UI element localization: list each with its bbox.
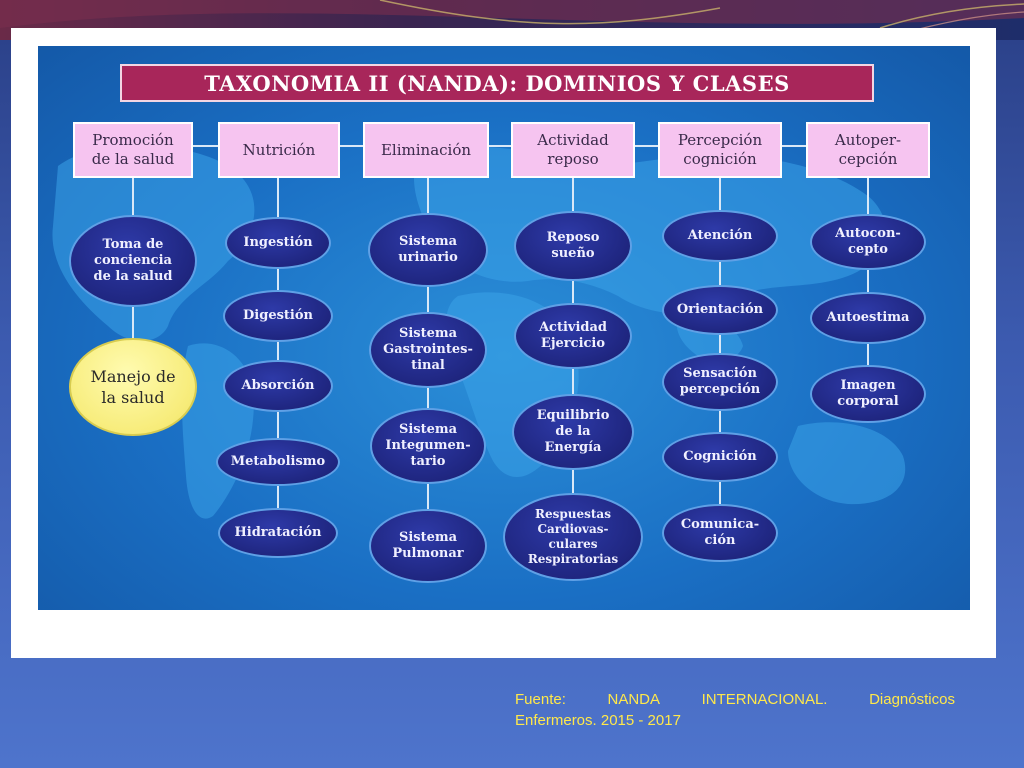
domain-box: Autoper- cepción — [806, 122, 930, 178]
footer-word: Diagnósticos — [869, 691, 955, 708]
domain-box: Promoción de la salud — [73, 122, 193, 178]
class-node: Cognición — [662, 432, 778, 482]
class-node: Autocon- cepto — [810, 214, 926, 270]
footer-word: Fuente: — [515, 691, 566, 708]
class-node: Respuestas Cardiovas- culares Respirator… — [503, 493, 643, 581]
source-citation: Fuente: NANDA INTERNACIONAL. Diagnóstico… — [515, 689, 955, 731]
class-node: Digestión — [223, 290, 333, 342]
class-node: Autoestima — [810, 292, 926, 344]
highlighted-class-node: Manejo de la salud — [69, 338, 197, 436]
taxonomy-diagram: TAXONOMIA II (NANDA): DOMINIOS Y CLASES … — [38, 46, 970, 610]
domain-box: Nutrición — [218, 122, 340, 178]
domain-box: Percepción cognición — [658, 122, 782, 178]
class-node: Sensación percepción — [662, 353, 778, 411]
domain-box: Eliminación — [363, 122, 489, 178]
footer-word: INTERNACIONAL. — [701, 691, 828, 708]
class-node: Metabolismo — [216, 438, 340, 486]
class-node: Actividad Ejercicio — [514, 303, 632, 369]
class-node: Orientación — [662, 285, 778, 335]
class-node: Imagen corporal — [810, 365, 926, 423]
class-node: Comunica- ción — [662, 504, 778, 562]
class-node: Sistema Integumen- tario — [370, 408, 486, 484]
domain-box: Actividad reposo — [511, 122, 635, 178]
class-node: Sistema Gastrointes- tinal — [369, 312, 487, 388]
diagram-title: TAXONOMIA II (NANDA): DOMINIOS Y CLASES — [120, 64, 874, 102]
class-node: Toma de conciencia de la salud — [69, 215, 197, 307]
class-node: Sistema urinario — [368, 213, 488, 287]
class-node: Hidratación — [218, 508, 338, 558]
class-node: Reposo sueño — [514, 211, 632, 281]
footer-word: NANDA — [607, 691, 660, 708]
decorative-swoosh — [0, 0, 1024, 35]
class-node: Sistema Pulmonar — [369, 509, 487, 583]
class-node: Atención — [662, 210, 778, 262]
class-node: Equilibrio de la Energía — [512, 394, 634, 470]
class-node: Ingestión — [225, 217, 331, 269]
footer-line-2: Enfermeros. 2015 - 2017 — [515, 712, 681, 729]
class-node: Absorción — [223, 360, 333, 412]
